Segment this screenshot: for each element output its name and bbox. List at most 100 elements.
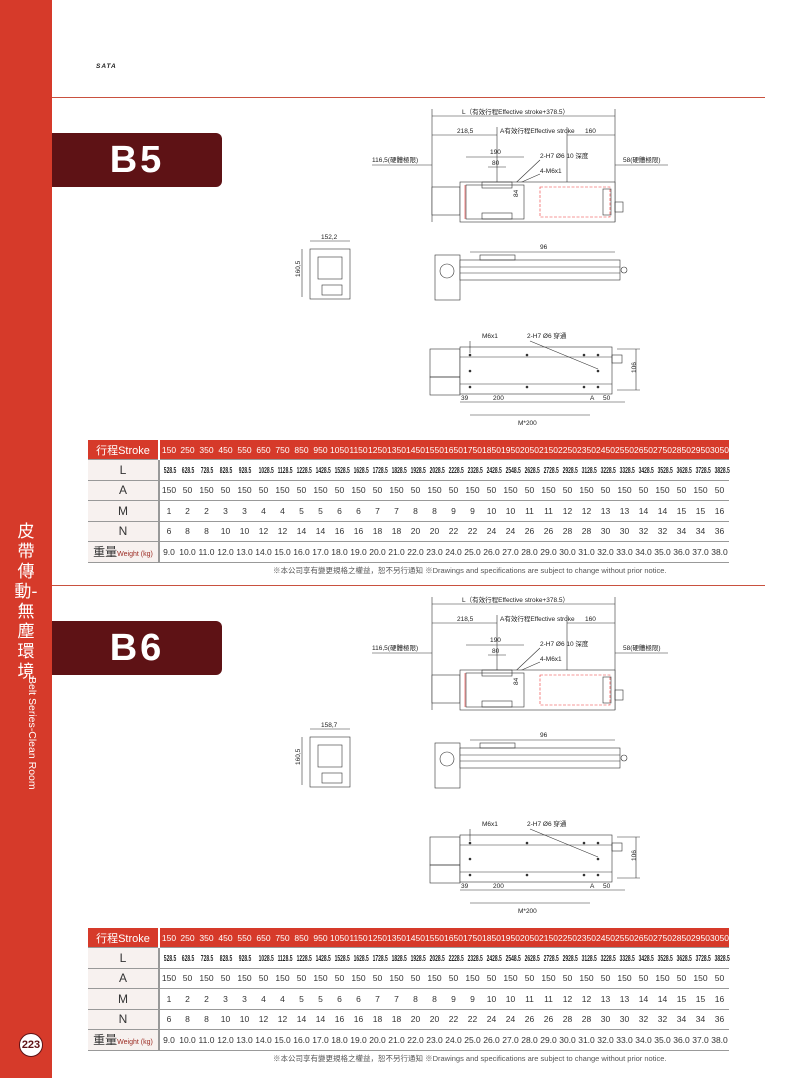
l-value: 1028.5 xyxy=(258,953,274,963)
hardware-limit-left-label: 116,5(硬體極限) xyxy=(372,643,418,652)
a-cell: 150 xyxy=(273,480,292,501)
l-value: 1928.5 xyxy=(410,465,426,475)
n-cell: 14 xyxy=(311,1009,330,1030)
weight-cell: 14.0 xyxy=(254,1029,273,1051)
a-cell: 150 xyxy=(387,480,406,501)
n-cell: 32 xyxy=(634,1009,653,1030)
weight-cell: 33.0 xyxy=(615,541,634,563)
l-cell: 3128.5 xyxy=(577,947,597,969)
l-value: 2428.5 xyxy=(486,953,502,963)
weight-cell: 17.0 xyxy=(311,541,330,563)
stroke-cell: 150 xyxy=(159,928,178,948)
a-cell: 150 xyxy=(235,480,254,501)
a-cell: 150 xyxy=(501,480,520,501)
m-cell: 6 xyxy=(349,500,368,522)
stroke-cell: 1250 xyxy=(368,440,387,460)
stroke-cell: 250 xyxy=(178,928,197,948)
l-cell: 3228.5 xyxy=(596,459,616,481)
n-cell: 8 xyxy=(197,521,216,542)
l-value: 2628.5 xyxy=(524,953,540,963)
weight-cell: 34.0 xyxy=(634,1029,653,1051)
n-cell: 24 xyxy=(482,1009,501,1030)
overall-length-label: L（有效行程Effective stroke+378.5） xyxy=(462,107,569,116)
m-cell: 16 xyxy=(710,500,729,522)
n-cell: 34 xyxy=(672,1009,691,1030)
l-value: 1128.5 xyxy=(277,465,293,475)
side-view-drawing xyxy=(301,728,351,788)
weight-cell: 23.0 xyxy=(425,1029,444,1051)
n-cell: 36 xyxy=(710,1009,729,1030)
logo-text: SATA xyxy=(96,63,117,70)
through-hole-label: 2-H7 Ø6 穿通 xyxy=(527,819,567,828)
l-value: 2428.5 xyxy=(486,465,502,475)
l-cell: 928.5 xyxy=(235,459,254,481)
l-cell: 2428.5 xyxy=(482,459,502,481)
n-cell: 30 xyxy=(596,1009,615,1030)
l-cell: 1628.5 xyxy=(349,459,369,481)
l-value: 728.5 xyxy=(200,465,214,475)
m-cell: 10 xyxy=(501,988,520,1010)
n-cell: 16 xyxy=(330,521,349,542)
stroke-cell: 1350 xyxy=(387,928,406,948)
a-cell: 50 xyxy=(672,968,691,989)
m-cell: 2 xyxy=(178,500,197,522)
dim-190-label: 190 xyxy=(490,149,501,156)
a-cell: 50 xyxy=(482,480,501,501)
n-cell: 18 xyxy=(387,1009,406,1030)
weight-cell: 21.0 xyxy=(387,1029,406,1051)
l-value: 3728.5 xyxy=(695,465,711,475)
a-cell: 50 xyxy=(292,480,311,501)
dim-190-label: 190 xyxy=(490,637,501,644)
m-cell: 10 xyxy=(501,500,520,522)
a-cell: 150 xyxy=(615,968,634,989)
weight-cell: 20.0 xyxy=(368,541,387,563)
l-cell: 3528.5 xyxy=(653,947,673,969)
a-cell: 150 xyxy=(349,968,368,989)
n-cell: 12 xyxy=(273,521,292,542)
l-cell: 3828.5 xyxy=(710,459,730,481)
row-label-a: A xyxy=(88,480,160,501)
side-view-drawing xyxy=(301,240,351,300)
weight-cell: 31.0 xyxy=(577,1029,596,1051)
dim-80-label: 80 xyxy=(492,648,500,655)
stroke-cell: 1050 xyxy=(330,928,349,948)
bottom-view-drawing xyxy=(429,828,640,904)
l-value: 728.5 xyxy=(200,953,214,963)
l-value: 2228.5 xyxy=(448,953,464,963)
l-cell: 828.5 xyxy=(216,947,235,969)
sidebar-title-zh: 皮帶傳動-無塵環境 xyxy=(14,522,38,682)
dim-200-label: 200 xyxy=(493,395,504,402)
l-cell: 528.5 xyxy=(159,947,178,969)
stroke-cell: 1250 xyxy=(368,928,387,948)
n-cell: 18 xyxy=(387,521,406,542)
n-cell: 14 xyxy=(292,521,311,542)
weight-label-zh: 重量 xyxy=(93,545,118,560)
weight-cell: 9.0 xyxy=(159,1029,178,1051)
stroke-cell: 450 xyxy=(216,440,235,460)
n-cell: 20 xyxy=(406,521,425,542)
m-cell: 3 xyxy=(235,500,254,522)
stroke-cell: 1050 xyxy=(330,440,349,460)
l-cell: 2728.5 xyxy=(539,459,559,481)
m-cell: 6 xyxy=(349,988,368,1010)
m-cell: 4 xyxy=(273,988,292,1010)
dimension-drawings: L（有效行程Effective stroke+378.5） 218,5 A有效行… xyxy=(295,595,668,915)
l-value: 1228.5 xyxy=(296,953,312,963)
weight-cell: 24.0 xyxy=(444,1029,463,1051)
l-value: 3228.5 xyxy=(600,953,616,963)
m-cell: 8 xyxy=(406,988,425,1010)
n-cell: 14 xyxy=(292,1009,311,1030)
tap-hole-label: 4-M6x1 xyxy=(540,168,562,175)
row-label-l: L xyxy=(88,459,160,481)
weight-cell: 12.0 xyxy=(216,541,235,563)
weight-cell: 35.0 xyxy=(653,1029,672,1051)
hole-depth-label: 2-H7 Ø6 10 深度 xyxy=(540,639,589,648)
weight-cell: 19.0 xyxy=(349,541,368,563)
n-cell: 8 xyxy=(178,521,197,542)
stroke-header: 行程Stroke xyxy=(88,440,160,460)
m-cell: 8 xyxy=(425,500,444,522)
l-value: 3428.5 xyxy=(638,465,654,475)
a-cell: 50 xyxy=(634,480,653,501)
m-cell: 9 xyxy=(463,500,482,522)
